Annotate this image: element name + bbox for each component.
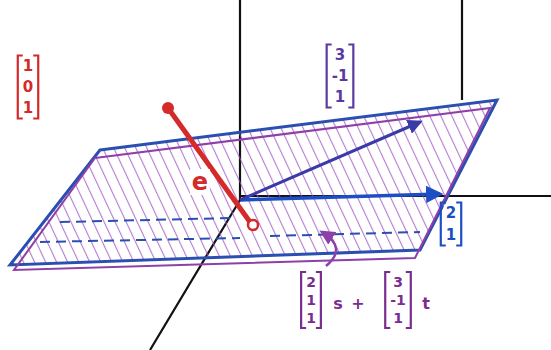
vector-entry: 1 xyxy=(304,292,318,308)
plane xyxy=(10,100,497,270)
vectors xyxy=(162,102,440,266)
vector-entry: 2 xyxy=(444,205,458,222)
vector-entry: 1 xyxy=(21,100,35,117)
vector-entry: 0 xyxy=(21,79,35,96)
vector-entry: 1 xyxy=(333,89,347,106)
vector-entry: 3 xyxy=(391,274,405,290)
vector-entry: + xyxy=(349,295,366,313)
vector-entry: 3 xyxy=(333,47,347,64)
vector-entry: 1 xyxy=(391,310,405,326)
vector-entry: -1 xyxy=(330,68,351,85)
vector-entry: 2 xyxy=(304,274,318,290)
vector-entry: t xyxy=(420,295,432,313)
vector-entry: -1 xyxy=(388,292,408,308)
vector-entry: 1 xyxy=(444,227,458,244)
vector-name: e xyxy=(190,169,210,195)
vector-entry: 1 xyxy=(304,310,318,326)
vector-entry: 1 xyxy=(21,58,35,75)
vector-entry: s xyxy=(331,295,345,313)
